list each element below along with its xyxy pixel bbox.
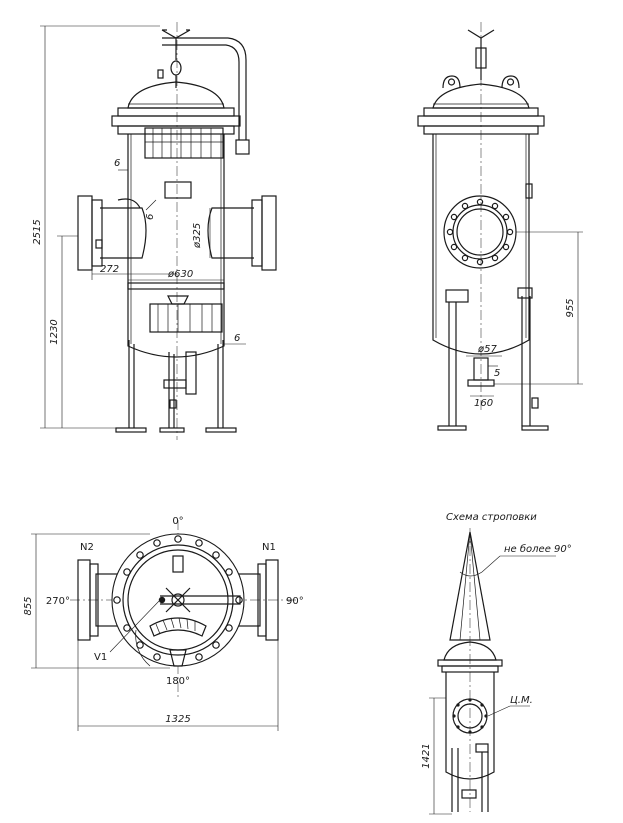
- nozzle-n2-label: N2: [80, 542, 94, 553]
- dim-manhole-height: 955: [565, 298, 576, 317]
- angle-180-label: 180°: [166, 676, 190, 687]
- dim-drain-width: 160: [474, 398, 493, 409]
- dim-plan-depth: 855: [23, 596, 34, 615]
- dim-total-height: 2515: [32, 219, 43, 244]
- plan-view: 855 1325 0° 270° 90° 180° N2 N1 V1: [23, 516, 304, 731]
- front-view: 2515 1230 6 6 ø325 272 ø630 6: [32, 22, 277, 440]
- sling-angle-note: не более 90°: [504, 543, 572, 555]
- sling-view: Схема строповки не более 90° Ц.М. 1421: [421, 512, 572, 815]
- dim-nozzle-dia: ø325: [192, 223, 203, 249]
- dim-nozzle-offset: 272: [100, 264, 119, 275]
- dim-plan-width: 1325: [165, 714, 190, 725]
- angle-0-label: 0°: [172, 516, 183, 527]
- dim-wall-side: 6: [145, 214, 156, 220]
- dim-wall-top: 6: [114, 158, 120, 169]
- angle-90-label: 90°: [286, 596, 304, 607]
- angle-270-label: 270°: [46, 596, 70, 607]
- dim-drain-gap: 5: [494, 368, 500, 379]
- dim-nozzle-height: 1230: [49, 319, 60, 344]
- side-view: 955 ø57 5 160: [417, 22, 583, 431]
- dim-cg-height: 1421: [421, 743, 432, 768]
- dim-drain-dia: ø57: [477, 344, 497, 355]
- dim-shell-dia: ø630: [167, 269, 193, 280]
- vent-v1-label: V1: [94, 652, 107, 663]
- nozzle-n1-label: N1: [262, 542, 276, 553]
- sling-scheme-title: Схема строповки: [446, 512, 537, 523]
- dim-wall-bottom: 6: [234, 333, 240, 344]
- center-of-mass-label: Ц.М.: [510, 695, 533, 706]
